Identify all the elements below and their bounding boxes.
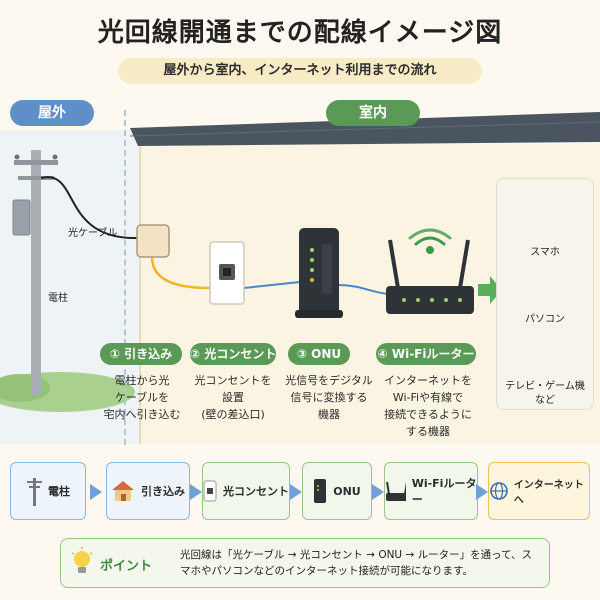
point-text: 光回線は「光ケーブル → 光コンセント → ONU → ルーター」を通って、スマ… (180, 549, 533, 577)
house-icon (112, 481, 134, 501)
flow-arrow-2 (190, 484, 202, 500)
cable-label: 光ケーブル (68, 228, 118, 239)
outlet-icon (203, 480, 217, 502)
onu-icon (314, 479, 327, 503)
utility-pole-icon (12, 150, 58, 395)
step-desc-4: インターネットを Wi-Fiや有線で 接続できるように する機器 (384, 374, 472, 438)
step-desc-3: 光信号をデジタル 信号に変換する 機器 (285, 374, 373, 421)
flow-arrow-5 (476, 484, 488, 500)
flow-step-router: Wi-Fiルーター (384, 462, 478, 520)
wifi-signal-icon (408, 228, 452, 254)
fiber-cable (40, 176, 139, 240)
device-label-tv: テレビ・ゲーム機 など (505, 381, 585, 406)
page-title: 光回線開通までの配線イメージ図 (97, 18, 503, 48)
flow-arrow-4 (372, 484, 384, 500)
step-desc-2: 光コンセントを 設置 (壁の差込口) (194, 374, 272, 421)
area-divider (124, 110, 126, 445)
lead-in-box-icon (136, 224, 170, 258)
optical-outlet-icon (209, 241, 245, 305)
pole-icon (27, 478, 42, 506)
page-subtitle: 屋外から室内、インターネット利用までの流れ (118, 58, 482, 84)
outdoor-label: 屋外 (10, 100, 94, 126)
flow-step-outlet: 光コンセント (202, 462, 290, 520)
flow-step-pole: 電柱 (10, 462, 86, 520)
router-icon (386, 481, 406, 501)
indoor-label: 室内 (326, 100, 420, 126)
flow-arrow-1 (90, 484, 102, 500)
lightbulb-icon (71, 547, 93, 573)
device-label-laptop: パソコン (525, 314, 565, 325)
step-desc-1: 電柱から光 ケーブルを 宅内へ引き込む (103, 374, 181, 421)
globe-icon (490, 482, 508, 500)
flow-step-internet: インターネットへ (488, 462, 590, 520)
point-label: ポイント (100, 559, 153, 574)
flow-arrow-3 (290, 484, 302, 500)
flow-step-lead-in: 引き込み (106, 462, 190, 520)
step-pill-3: ③ ONU (288, 343, 350, 365)
step-pill-2: ② 光コンセント (190, 343, 276, 365)
onu-device-icon (295, 228, 343, 318)
point-box (60, 538, 550, 588)
device-label-smartphone: スマホ (530, 247, 560, 258)
cable-yellow (150, 256, 211, 290)
pole-label: 電柱 (48, 293, 68, 304)
cable-blue (243, 281, 301, 289)
wifi-router-icon (386, 239, 474, 314)
flow-step-onu: ONU (302, 462, 372, 520)
step-pill-1: ① 引き込み (100, 343, 182, 365)
devices-panel (496, 178, 594, 410)
step-pill-4: ④ Wi-Fiルーター (376, 343, 476, 365)
